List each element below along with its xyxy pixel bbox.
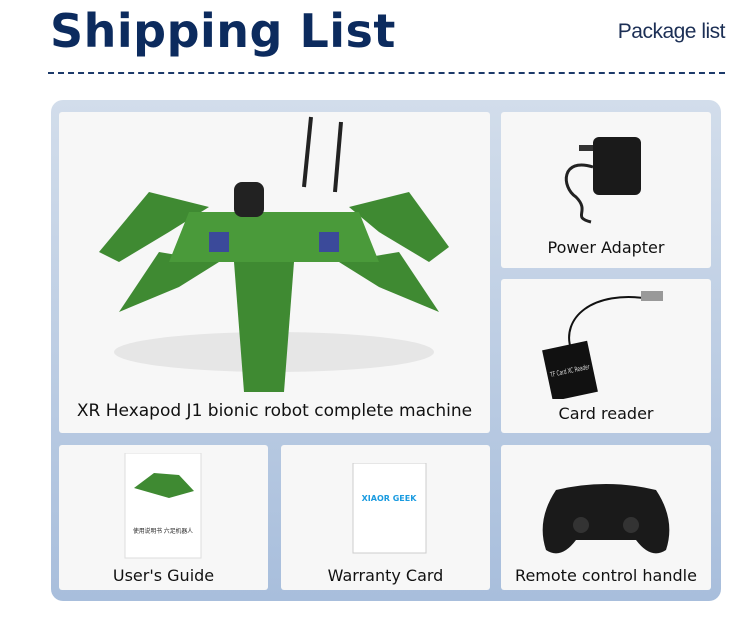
item-card-warranty: XIAOR GEEK Warranty Card (281, 445, 490, 590)
item-label: Power Adapter (547, 238, 665, 257)
item-card-card-reader: TF Card XC Reader Card reader (501, 279, 711, 433)
hexapod-robot-image (99, 116, 449, 392)
warranty-brand-print: XIAOR GEEK (362, 494, 418, 503)
card-reader-image: TF Card XC Reader (542, 291, 663, 399)
page-title: Shipping List (50, 4, 396, 58)
warranty-card-image: XIAOR GEEK (352, 463, 427, 554)
item-card-users-guide: 使用说明书 六足机器人 User's Guide (59, 445, 268, 590)
gamepad-image (542, 484, 670, 554)
item-label: Remote control handle (515, 566, 697, 585)
item-card-robot: XR Hexapod J1 bionic robot complete mach… (59, 112, 490, 433)
items-panel: XR Hexapod J1 bionic robot complete mach… (51, 100, 721, 601)
guide-cover-print: 使用说明书 六足机器人 (133, 527, 193, 535)
item-label: Card reader (558, 404, 654, 423)
divider (48, 72, 725, 74)
item-card-remote: Remote control handle (501, 445, 711, 590)
item-label: XR Hexapod J1 bionic robot complete mach… (76, 401, 473, 421)
item-label: User's Guide (112, 566, 215, 585)
users-guide-image: 使用说明书 六足机器人 (124, 453, 202, 559)
item-label: Warranty Card (327, 566, 444, 585)
page-subtitle: Package list (617, 20, 726, 43)
item-card-power-adapter: Power Adapter (501, 112, 711, 268)
power-adapter-image (564, 137, 641, 224)
